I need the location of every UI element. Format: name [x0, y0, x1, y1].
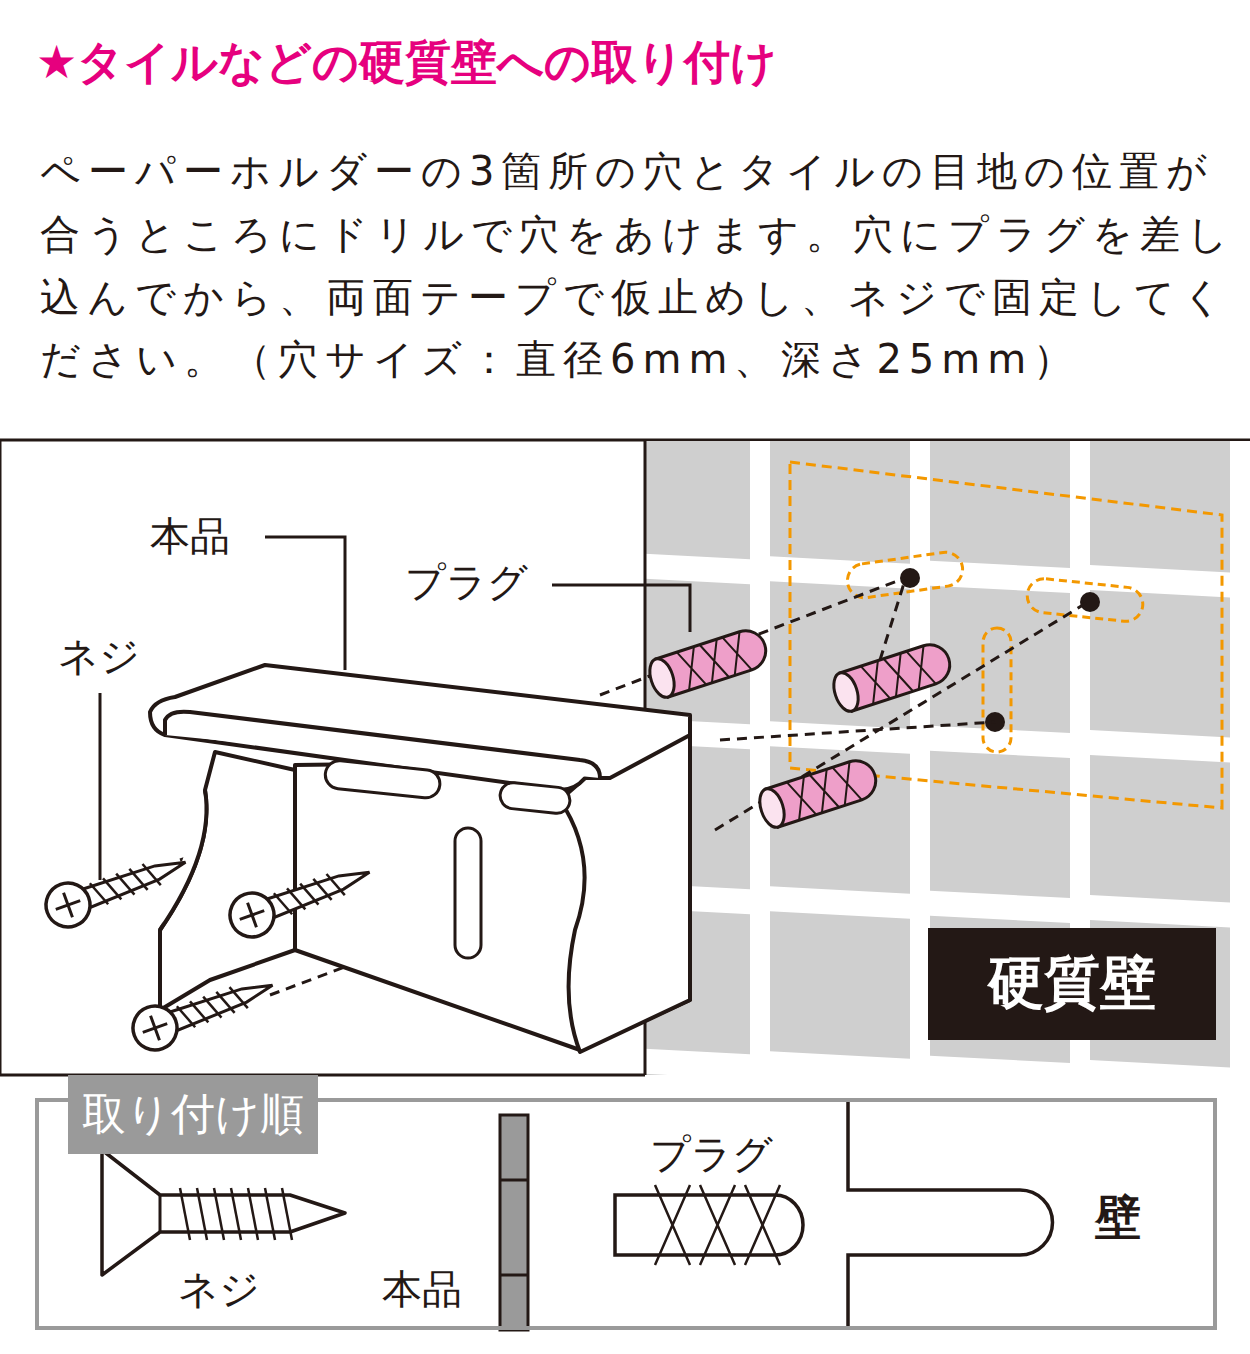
sequence-heading: 取り付け順: [68, 1075, 318, 1154]
screw: [40, 842, 193, 934]
guide-line: [715, 602, 1088, 830]
plug: [829, 640, 955, 715]
guide-line: [720, 722, 995, 740]
title: ★タイルなどの硬質壁への取り付け: [36, 32, 777, 94]
part-label: 壁: [1095, 1190, 1141, 1245]
slot-outline: [845, 550, 965, 600]
part-label: ネジ: [58, 632, 140, 680]
screw: [224, 852, 377, 944]
part-label: プラグ: [650, 1130, 773, 1178]
drill-hole: [1080, 592, 1100, 612]
template-outline: [790, 462, 1222, 808]
part-label: 本品: [150, 512, 230, 560]
part-label: 本品: [382, 1265, 462, 1313]
slot-outline: [983, 628, 1011, 752]
plug: [755, 756, 881, 831]
leader-line: [265, 537, 345, 670]
slot-outline: [1026, 577, 1145, 623]
leader-line: [552, 585, 690, 632]
leader-line: [99, 693, 102, 880]
part-label: ネジ: [178, 1265, 260, 1313]
guide-line: [880, 580, 905, 660]
plug: [645, 626, 771, 701]
body-text: ペーパーホルダーの3箇所の穴とタイルの目地の位置が合うところにドリルで穴をあけま…: [40, 140, 1235, 391]
wall-type-label: 硬質壁: [988, 946, 1156, 1022]
product: [150, 665, 690, 1052]
screw: [127, 965, 280, 1057]
tile-wall: [645, 441, 1250, 1075]
wall-tag: 硬質壁: [928, 928, 1216, 1040]
part-label: プラグ: [405, 558, 528, 606]
